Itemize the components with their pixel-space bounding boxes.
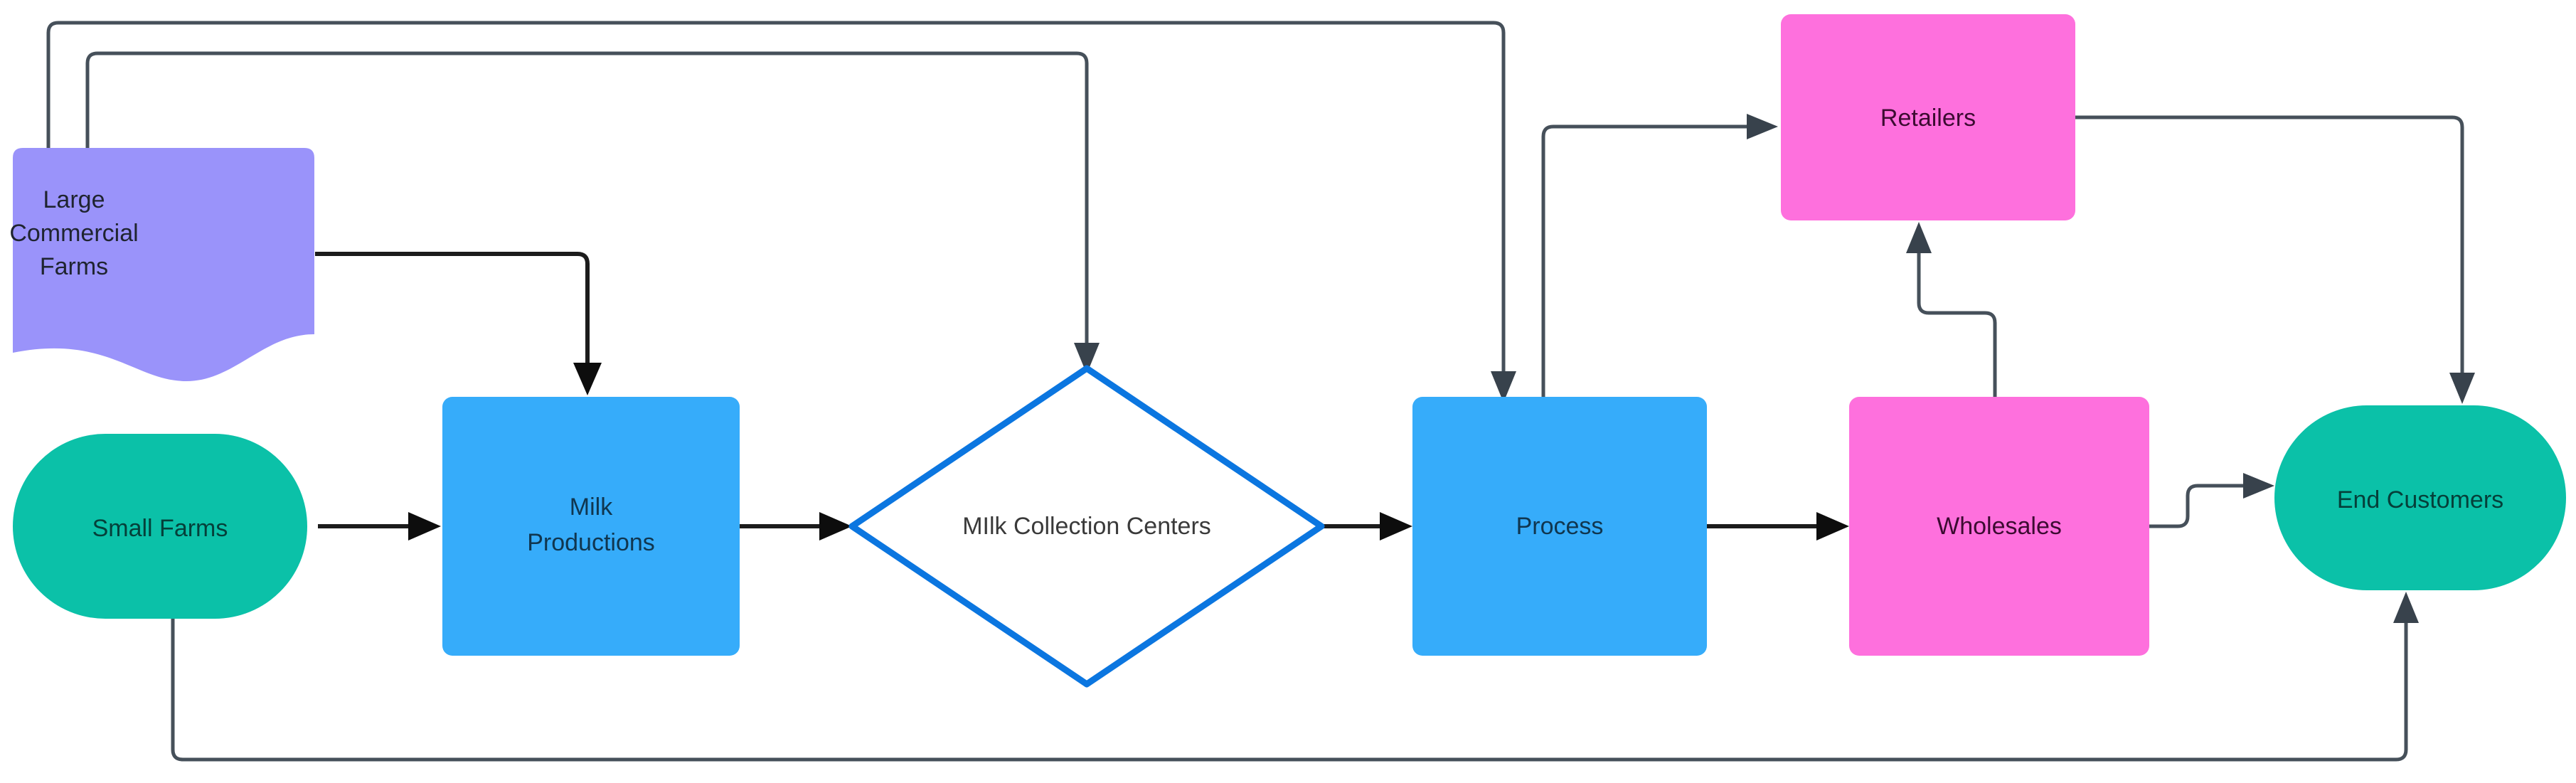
node-label: Process [1516, 513, 1604, 540]
arrowhead-icon [1074, 343, 1100, 374]
node-process[interactable]: Process [1412, 397, 1707, 656]
node-label: Retailers [1880, 105, 1976, 132]
arrowhead-icon [2243, 473, 2274, 499]
document-shape [13, 148, 314, 381]
arrowhead-icon [1906, 222, 1932, 253]
edge-collection-centers-to-process [1321, 512, 1412, 540]
edge-retailers-to-end-customers [2075, 115, 2475, 404]
edge-wholesales-to-retailers [1906, 222, 1997, 397]
node-small-farms[interactable]: Small Farms [13, 434, 307, 619]
stadium-shape [13, 434, 307, 619]
node-milk-collection-centers[interactable]: MIlk Collection Centers [848, 365, 1325, 688]
edge-wholesales-to-end-customers [2149, 473, 2274, 528]
node-wholesales[interactable]: Wholesales [1849, 397, 2149, 656]
node-label: Wholesales [1937, 513, 2062, 540]
node-label: End Customers [2337, 486, 2503, 513]
rounded-rect-shape [442, 397, 740, 656]
node-label-line: Farms [40, 253, 108, 280]
diamond-shape [848, 365, 1325, 688]
arrowhead-icon [1380, 512, 1412, 540]
node-end-customers[interactable]: End Customers [2274, 405, 2566, 590]
arrowhead-icon [1747, 114, 1778, 139]
arrowhead-icon [2449, 373, 2475, 404]
node-retailers[interactable]: Retailers [1781, 14, 2075, 220]
edge-small-farms-to-end-customers [171, 592, 2419, 762]
edge-milk-productions-to-collection-centers [740, 512, 852, 540]
rounded-rect-shape [1412, 397, 1707, 656]
arrowhead-icon [573, 363, 602, 395]
edge-process-to-retailers [1541, 114, 1778, 397]
edge-process-to-wholesales [1707, 512, 1849, 540]
stadium-shape [2274, 405, 2566, 590]
node-label: Small Farms [92, 515, 228, 542]
arrowhead-icon [408, 512, 441, 540]
node-label: MIlk Collection Centers [962, 513, 1211, 540]
rounded-rect-shape [1781, 14, 2075, 220]
rounded-rect-shape [1849, 397, 2149, 656]
node-label-line: Large [43, 186, 105, 213]
node-milk-productions[interactable]: Milk Productions [442, 397, 740, 656]
arrowhead-icon [819, 512, 852, 540]
edges-layer [46, 21, 2475, 762]
edge-large-commercial-farms-to-collection-centers [85, 51, 1100, 374]
arrowhead-icon [2393, 592, 2419, 623]
edge-large-commercial-farms-to-milk-productions [315, 252, 602, 395]
node-label-line: Commercial [9, 220, 138, 247]
arrowhead-icon [1816, 512, 1849, 540]
edge-large-commercial-farms-to-process [46, 21, 1516, 403]
node-label-line: Milk [570, 494, 613, 521]
node-label-line: Productions [527, 529, 655, 556]
arrowhead-icon [1491, 371, 1516, 403]
node-large-commercial-farms[interactable]: Large Commercial Farms [9, 148, 314, 381]
edge-small-farms-to-milk-productions [318, 512, 441, 540]
